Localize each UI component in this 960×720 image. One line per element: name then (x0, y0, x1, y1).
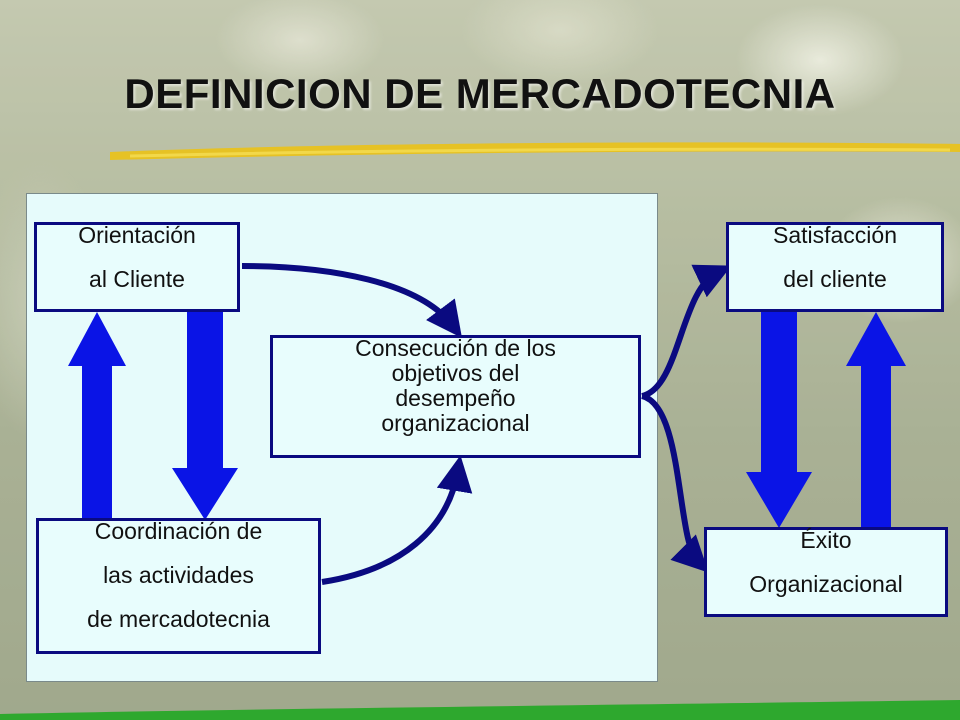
node-coordinacion-line1: Coordinación de (94, 518, 263, 544)
curve-arrow-coordinacion (321, 455, 473, 585)
node-consecucion: Consecución de los objetivos del desempe… (270, 335, 641, 458)
node-coordinacion-line3: de mercadotecnia (87, 606, 270, 632)
title-underline (110, 142, 960, 160)
page-title: DEFINICION DE MERCADOTECNIA (124, 70, 836, 117)
node-coordinacion-line2: las actividades (103, 562, 254, 588)
curve-arrow-satisfaccion (640, 264, 732, 399)
node-orientacion: Orientación al Cliente (34, 222, 240, 312)
node-exito-line2: Organizacional (749, 571, 903, 597)
node-orientacion-line1: Orientación (78, 222, 196, 248)
node-orientacion-line2: al Cliente (89, 266, 185, 292)
node-exito: Éxito Organizacional (704, 527, 948, 617)
block-arrow-down-left (172, 312, 238, 520)
node-exito-line1: Éxito (800, 527, 852, 553)
block-arrow-up-right (846, 312, 906, 528)
curve-arrow-orientacion (241, 263, 463, 338)
node-consecucion-line1: Consecución de los (355, 335, 556, 361)
node-satisfaccion-line2: del cliente (783, 266, 887, 292)
curve-arrow-exito (640, 393, 709, 573)
bottom-decoration (0, 700, 960, 720)
node-satisfaccion: Satisfacción del cliente (726, 222, 944, 312)
node-consecucion-line4: organizacional (381, 410, 530, 436)
block-arrow-down-right (746, 312, 812, 528)
node-consecucion-line3: desempeño (395, 385, 516, 411)
node-consecucion-line2: objetivos del (391, 360, 520, 386)
node-coordinacion: Coordinación de las actividades de merca… (36, 518, 321, 654)
node-satisfaccion-line1: Satisfacción (772, 222, 897, 248)
block-arrow-up-left (68, 312, 126, 520)
